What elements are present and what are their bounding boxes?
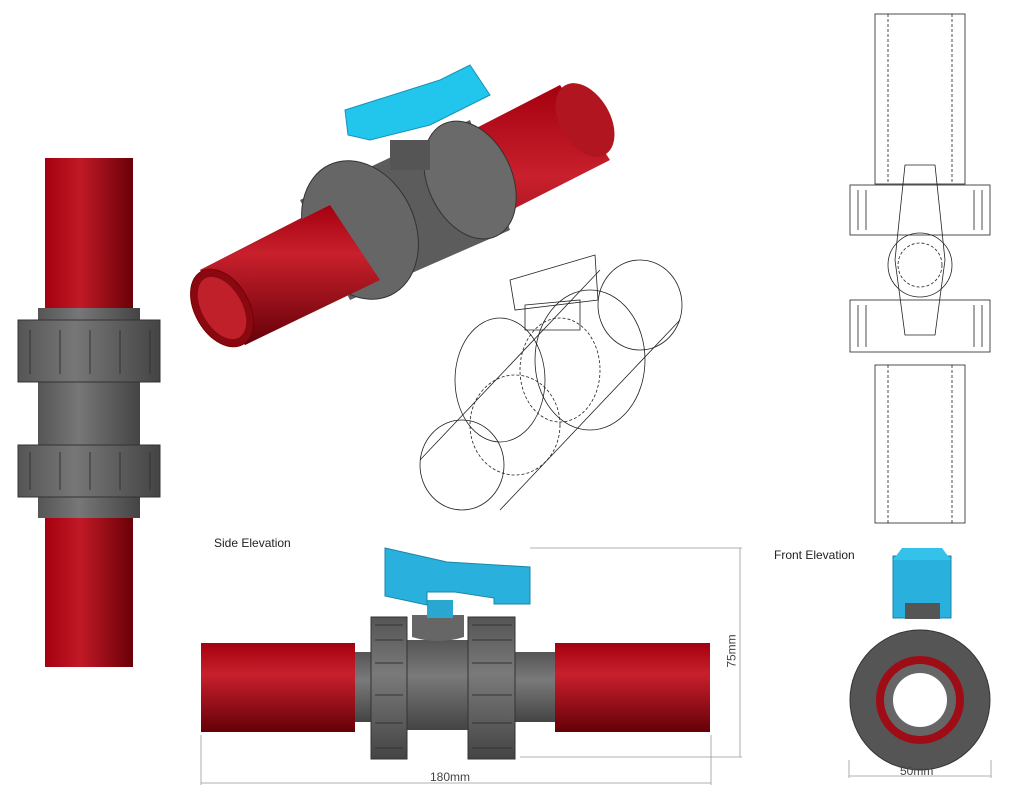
front-elevation-label: Front Elevation [774,548,855,562]
dimension-lines [200,547,992,785]
height-dimension: 75mm [724,634,739,668]
width-dimension: 50mm [900,764,934,778]
plan-view-valve [849,13,991,524]
front-elevation-valve [849,548,991,771]
top-view-valve [17,158,161,667]
side-elevation-valve [201,547,710,760]
length-dimension: 180mm [430,770,471,784]
side-elevation-label: Side Elevation [214,536,291,550]
wireframe-valve [419,254,683,511]
isometric-valve [190,64,615,348]
